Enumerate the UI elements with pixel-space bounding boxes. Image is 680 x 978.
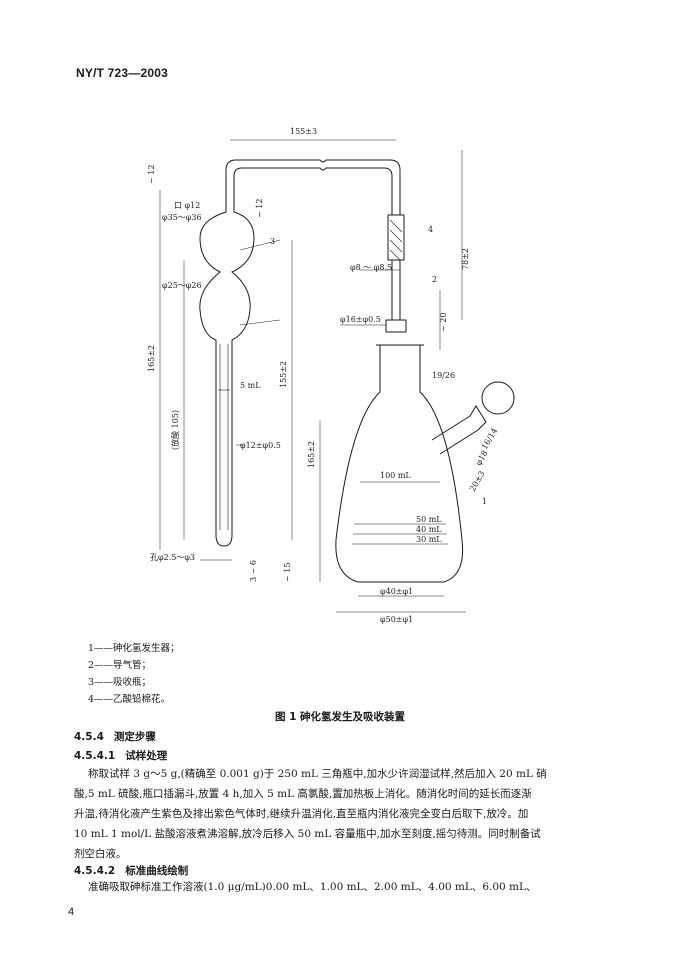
- dim-12-right: ~ 12: [255, 199, 264, 218]
- paragraph-line: 准确吸取砷标准工作溶液(1.0 μg/mL)0.00 mL、1.00 mL、2.…: [88, 881, 537, 893]
- dim-joint: 19/26: [432, 371, 455, 380]
- dim-h-155: 155±2: [279, 361, 288, 388]
- dim-tube-d: φ8 ～ φ8.5: [350, 263, 392, 272]
- figure-caption: 图 1 砷化氢发生及吸收装置: [274, 711, 406, 723]
- dim-12-top: ~ 12: [147, 165, 156, 184]
- dim-mouth: 口 φ12: [174, 201, 200, 210]
- label-1: 1: [482, 497, 487, 506]
- paragraph-line: 称取试样 3 g～5 g,(精确至 0.001 g)于 250 mL 三角瓶中,…: [88, 768, 547, 780]
- sample-treatment-paragraph: 称取试样 3 g～5 g,(精确至 0.001 g)于 250 mL 三角瓶中,…: [74, 764, 614, 864]
- dim-bulb-top: φ35～φ36: [162, 213, 202, 222]
- label-4: 4: [428, 225, 433, 234]
- dim-h-165-flask: 165±2: [307, 441, 316, 468]
- dim-hole: 孔φ2.5～φ3: [150, 553, 195, 562]
- dim-side-20: 20±3: [468, 469, 487, 493]
- section-title: 标准曲线绘制: [125, 865, 189, 877]
- section-number: 4.5.4: [74, 731, 104, 743]
- dim-h-165-left: 165±2: [147, 345, 156, 372]
- legend-item: 2——导气管；: [88, 660, 152, 671]
- section-heading-4-5-4: 4.5.4 测定步骤: [74, 729, 156, 744]
- cotton-hatch: [389, 219, 403, 261]
- paragraph-line: 酸,5 mL 硫酸,瓶口插漏斗,放置 4 h,加入 5 mL 高氯酸,置加热板上…: [74, 788, 532, 800]
- dim-side-joint: 16/14: [480, 427, 499, 451]
- mark-40ml: 40 mL: [416, 525, 442, 534]
- section-heading-4-5-4-2: 4.5.4.2 标准曲线绘制: [74, 863, 188, 878]
- mark-100ml: 100 mL: [380, 471, 411, 480]
- section-title: 试样处理: [125, 750, 168, 762]
- page-number: 4: [68, 906, 75, 918]
- legend-item: 3——吸收瓶；: [88, 677, 152, 688]
- dim-base-40: φ40±φ1: [380, 587, 413, 596]
- label-3: 3: [270, 237, 275, 246]
- section-number: 4.5.4.2: [74, 865, 116, 877]
- dim-gap-3-6: 3 ~ 6: [249, 560, 258, 582]
- section-heading-4-5-4-1: 4.5.4.1 试样处理: [74, 748, 167, 763]
- dim-bulb-bottom: φ25～φ26: [162, 281, 202, 290]
- mark-5ml: 5 mL: [240, 381, 261, 390]
- dim-tube-12: φ12±φ0.5: [240, 441, 281, 450]
- figure-legend: 1——砷化氢发生器； 2——导气管； 3——吸收瓶； 4——乙酸铅棉花。: [88, 640, 180, 708]
- gas-tube-outline: [225, 159, 407, 333]
- apparatus-drawing: 155±3 ~ 12 口 φ12 ~ 12 φ35～φ36 3 4 φ8 ～ φ…: [147, 127, 515, 624]
- legend-item: 4——乙酸铅棉花。: [88, 694, 171, 705]
- standard-code-header: NY/T 723—2003: [76, 66, 168, 80]
- flask-outline: [335, 344, 515, 583]
- label-2: 2: [432, 275, 437, 284]
- absorption-bottle-outline: [199, 200, 255, 547]
- paragraph-line: 升温,待消化液产生紫色及排出紫色气体时,继续升温消化,直至瓶内消化液完全变白后取…: [74, 808, 529, 820]
- dim-h-105: (放酸 105): [170, 410, 180, 450]
- dim-h-78: 78±2: [461, 248, 470, 270]
- section-number: 4.5.4.1: [74, 750, 116, 762]
- section-title: 测定步骤: [113, 731, 156, 743]
- dim-neck-d: φ16±φ0.5: [340, 315, 381, 324]
- paragraph-line: 剂空白液。: [74, 848, 127, 860]
- dim-base-50: φ50±φ1: [380, 615, 413, 624]
- dim-h-20: ~ 20: [439, 313, 448, 332]
- dimension-lines: [159, 139, 466, 613]
- arsine-apparatus-figure: 155±3 ~ 12 口 φ12 ~ 12 φ35～φ36 3 4 φ8 ～ φ…: [140, 120, 560, 640]
- legend-item: 1——砷化氢发生器；: [88, 643, 180, 654]
- paragraph-line: 10 mL 1 mol/L 盐酸溶液煮沸溶解,放冷后移入 50 mL 容量瓶中,…: [74, 828, 541, 840]
- dim-top-width: 155±3: [290, 127, 317, 136]
- dim-gap-15: ~ 15: [283, 563, 292, 582]
- mark-30ml: 30 mL: [416, 535, 442, 544]
- standard-curve-paragraph: 准确吸取砷标准工作溶液(1.0 μg/mL)0.00 mL、1.00 mL、2.…: [74, 877, 614, 897]
- mark-50ml: 50 mL: [416, 515, 442, 524]
